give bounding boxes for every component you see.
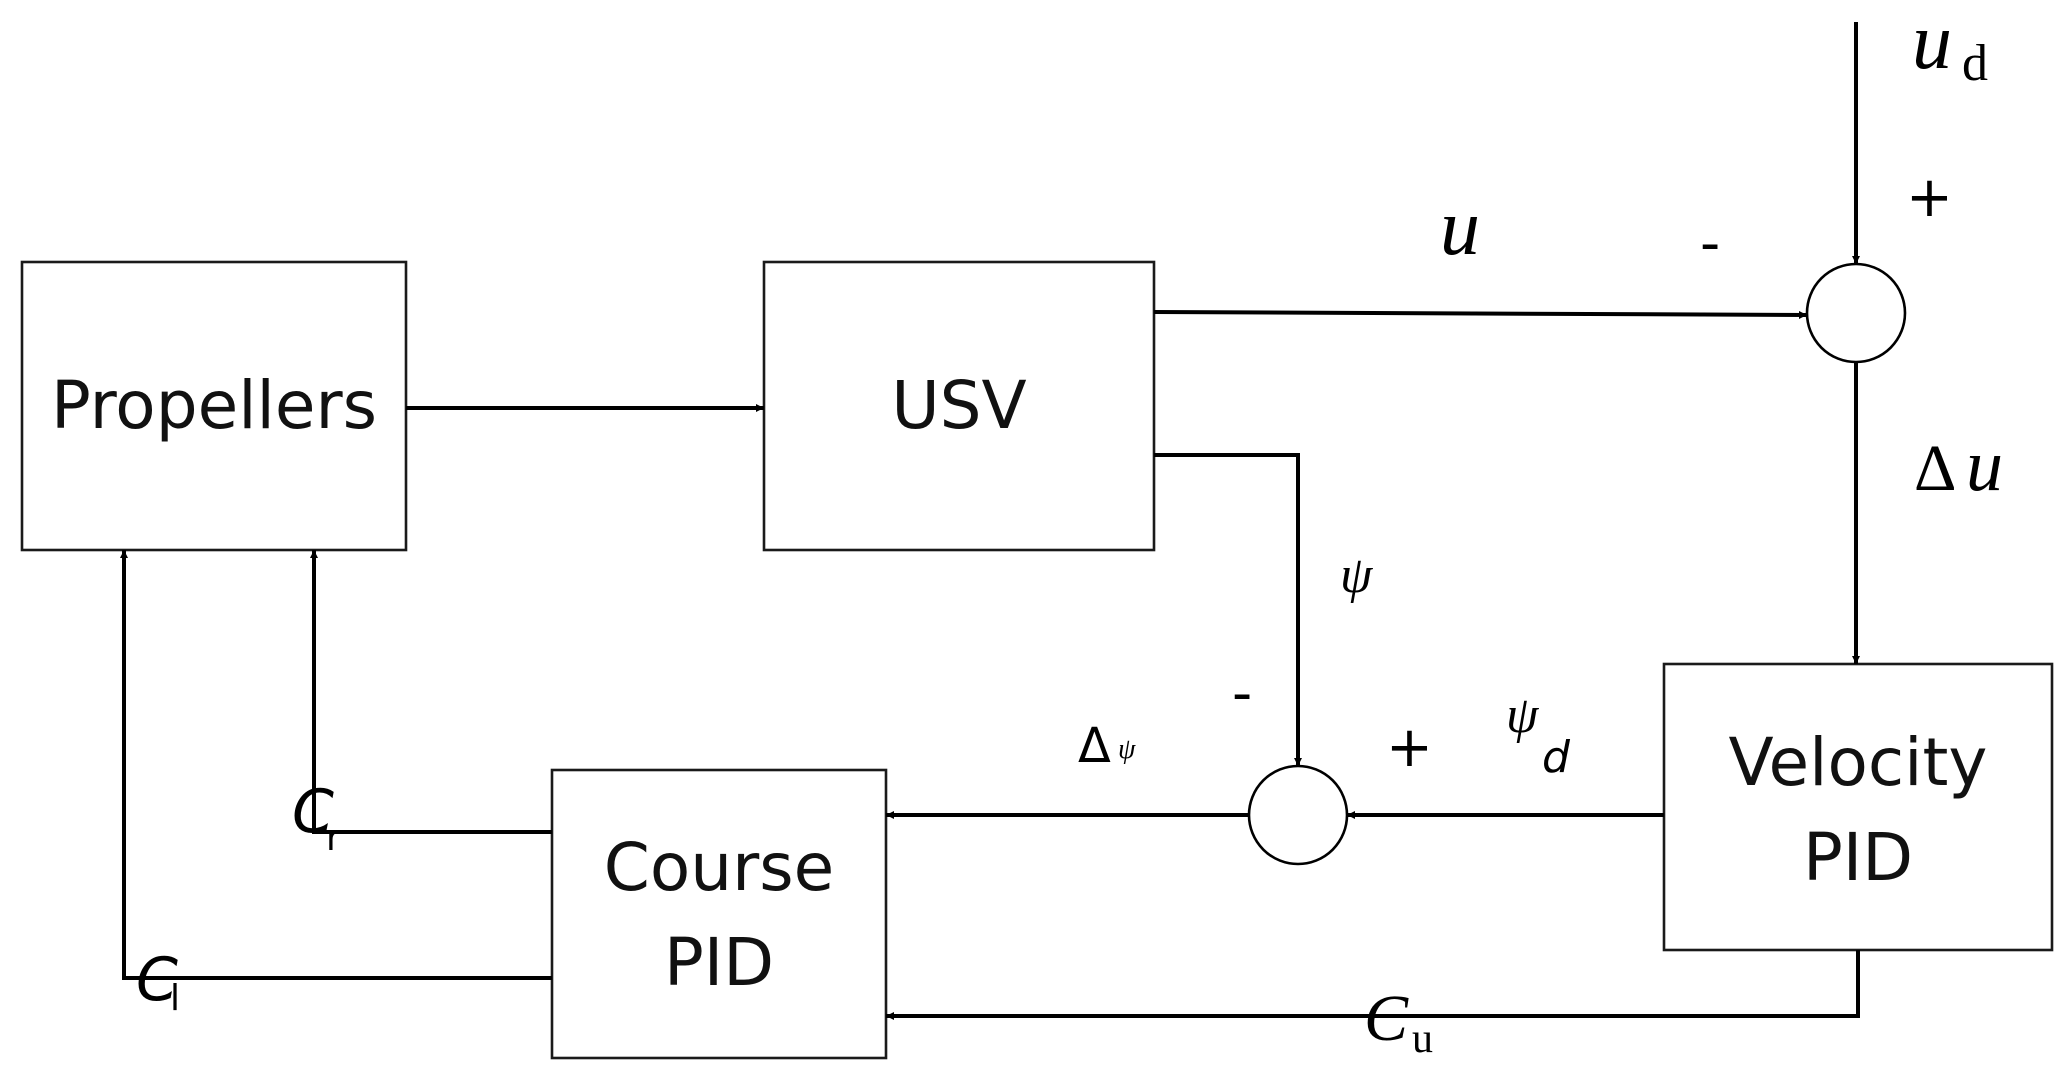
velocity-junction-plus-sign: + (1906, 165, 1953, 230)
velocity-pid-label-line2: PID (1803, 819, 1913, 896)
usv-speed-output-arrow (1153, 310, 1808, 319)
desired-heading-label: ψ d (1506, 687, 1571, 783)
course-pid-label-line1: Course (604, 829, 834, 906)
svg-text:u: u (1966, 425, 2003, 507)
svg-text:C: C (1364, 982, 1409, 1055)
svg-text:d: d (1962, 35, 1988, 92)
desired-speed-label: u d (1912, 0, 1988, 92)
propellers-label: Propellers (51, 367, 377, 444)
svg-text:ψ: ψ (1506, 687, 1540, 744)
course-summing-junction (1247, 764, 1349, 866)
usv-label: USV (891, 367, 1026, 444)
usv-block: USV (762, 260, 1156, 552)
cr-label: C r (292, 777, 341, 859)
svg-text:C: C (136, 945, 178, 1015)
svg-text:C: C (292, 777, 334, 847)
velocity-junction-minus-sign: - (1700, 211, 1720, 276)
svg-text:ψ: ψ (1118, 734, 1136, 765)
svg-text:u: u (1412, 1016, 1433, 1062)
speed-label: u (1440, 184, 1480, 272)
velocity-pid-label-line1: Velocity (1729, 724, 1988, 801)
velocity-summing-junction (1805, 262, 1907, 364)
speed-error-label: Δ u (1914, 425, 2003, 507)
heading-label: ψ (1340, 547, 1374, 604)
course-pid-block: Course PID (550, 768, 888, 1060)
cu-signal-arrow (886, 950, 1860, 1020)
svg-text:Δ: Δ (1914, 432, 1956, 505)
course-pid-label-line2: PID (664, 924, 774, 1001)
course-junction-minus-sign: - (1232, 661, 1252, 726)
course-junction-plus-sign: + (1386, 715, 1433, 780)
svg-text:l: l (170, 978, 180, 1019)
svg-text:u: u (1912, 0, 1952, 86)
svg-text:Δ: Δ (1078, 718, 1111, 774)
svg-text:r: r (326, 818, 341, 859)
cl-signal-arrow (120, 550, 552, 980)
cr-signal-arrow (310, 550, 552, 834)
propellers-block: Propellers (20, 260, 408, 552)
svg-text:d: d (1542, 732, 1571, 783)
cu-label: C u (1364, 982, 1433, 1062)
heading-feedback-arrow (1154, 453, 1302, 766)
velocity-pid-block: Velocity PID (1662, 662, 2054, 952)
cl-label: C l (136, 945, 180, 1019)
heading-error-label: Δ ψ (1078, 718, 1136, 774)
